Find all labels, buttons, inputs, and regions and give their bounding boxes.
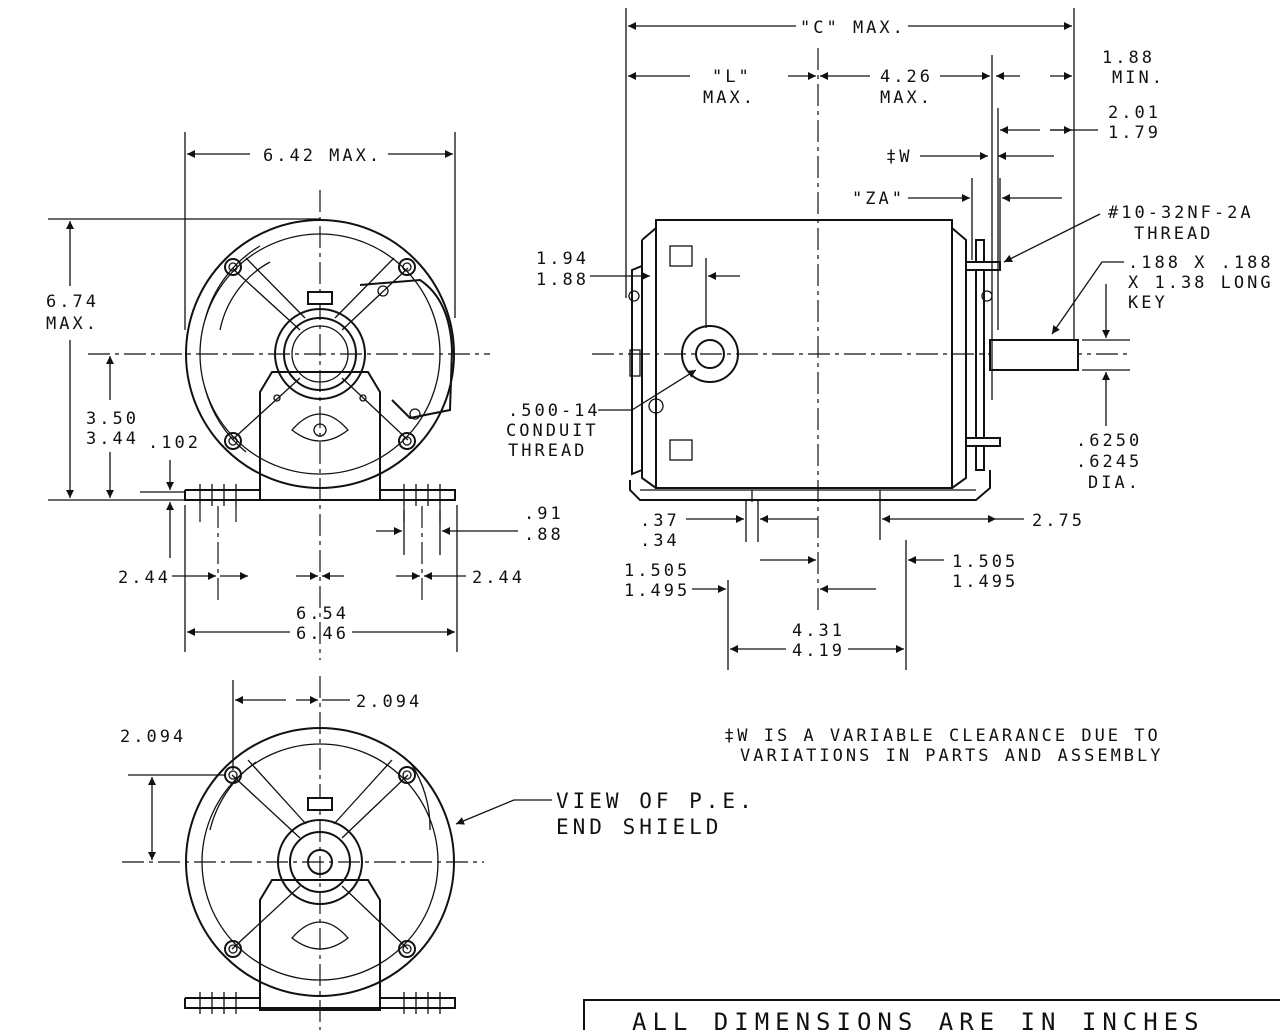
dim-201-line2: 1.79 xyxy=(1108,123,1161,143)
conduit-boss xyxy=(681,325,739,383)
dim-037-line2: .34 xyxy=(640,531,680,551)
dim-shaft-min-line2: MIN. xyxy=(1112,68,1165,88)
front-end-view: 6.42 MAX. 6.74 MAX. 3.50 3.44 .102 .91 .… xyxy=(46,132,564,660)
dim-c-max: "C" MAX. xyxy=(800,18,906,38)
dim-za-label: "ZA" xyxy=(852,189,905,209)
dim-w-label: ‡W xyxy=(886,147,912,167)
dim-front-height-line1: 6.74 xyxy=(46,292,99,312)
dim-shaft-dia-line2: .6245 xyxy=(1076,452,1142,472)
pe-end-shield-view: 2.094 2.094 VIEW OF P.E. END SHIELD xyxy=(120,676,756,1030)
key-label-line2: X 1.38 LONG xyxy=(1128,273,1274,293)
dim-275: 2.75 xyxy=(1032,511,1085,531)
dim-194-line1: 1.94 xyxy=(536,249,589,269)
dim-half-spacing-left: 2.44 xyxy=(118,568,171,588)
dim-194-line2: 1.88 xyxy=(536,270,589,290)
pe-shaft-hub xyxy=(277,819,363,905)
conduit-label-line3: THREAD xyxy=(508,441,587,461)
motor-shaft xyxy=(989,339,1079,371)
front-housing-circle xyxy=(185,219,455,489)
conduit-label-line2: CONDUIT xyxy=(506,421,599,441)
units-note-box xyxy=(583,999,1280,1030)
pe-view-label-line1: VIEW OF P.E. xyxy=(556,789,756,813)
dim-1505-right-line2: 1.495 xyxy=(952,572,1018,592)
pe-dim-vertical: 2.094 xyxy=(120,727,186,747)
w-note-line1: ‡W IS A VARIABLE CLEARANCE DUE TO xyxy=(724,726,1161,746)
dim-1505-left-line1: 1.505 xyxy=(624,561,690,581)
front-bolt-hole xyxy=(398,432,416,450)
front-bolt-hole xyxy=(224,432,242,450)
dim-1505-left-line2: 1.495 xyxy=(624,581,690,601)
dim-shaft-dia-line1: .6250 xyxy=(1076,431,1142,451)
pe-view-label-line2: END SHIELD xyxy=(556,815,722,839)
w-note-line2: VARIATIONS IN PARTS AND ASSEMBLY xyxy=(740,746,1164,766)
units-note: ALL DIMENSIONS ARE IN INCHES xyxy=(632,1008,1205,1030)
dim-l-max-line2: MAX. xyxy=(703,88,756,108)
dim-shaft-min-line1: 1.88 xyxy=(1102,48,1155,68)
dim-426-line1: 4.26 xyxy=(880,67,933,87)
dim-037-line1: .37 xyxy=(640,511,680,531)
dim-foot-thickness: .102 xyxy=(148,433,201,453)
side-view: "C" MAX. "L" MAX. 4.26 MAX. 1.88 MIN. 2.… xyxy=(506,8,1274,670)
dim-426-line2: MAX. xyxy=(880,88,933,108)
dim-431-line1: 4.31 xyxy=(792,621,845,641)
dim-1505-right-line1: 1.505 xyxy=(952,552,1018,572)
pe-bolt-hole xyxy=(224,940,242,958)
front-bolt-hole xyxy=(224,258,242,276)
dim-shaft-height-line2: 3.44 xyxy=(86,429,139,449)
dim-shaft-dia-line3: DIA. xyxy=(1088,473,1141,493)
pe-bolt-hole xyxy=(398,766,416,784)
thread-label-line1: #10-32NF-2A xyxy=(1108,203,1254,223)
dim-half-spacing-right: 2.44 xyxy=(472,568,525,588)
dim-slot-width-line2: .88 xyxy=(524,525,564,545)
side-motor-body xyxy=(655,219,953,489)
dim-l-max-line1: "L" xyxy=(712,67,752,87)
dim-431-line2: 4.19 xyxy=(792,641,845,661)
front-shaft-hub xyxy=(274,308,366,400)
key-label-line1: .188 X .188 xyxy=(1128,253,1274,273)
thread-label-line2: THREAD xyxy=(1134,224,1213,244)
conduit-label-line1: .500-14 xyxy=(508,401,601,421)
dim-base-width-line2: 6.46 xyxy=(296,624,349,644)
dim-front-height-line2: MAX. xyxy=(46,314,99,334)
dim-shaft-height-line1: 3.50 xyxy=(86,409,139,429)
pe-housing-circle xyxy=(185,727,455,997)
pe-bolt-hole xyxy=(398,940,416,958)
dim-base-width-line1: 6.54 xyxy=(296,604,349,624)
key-label-line3: KEY xyxy=(1128,293,1168,313)
dim-slot-width-line1: .91 xyxy=(524,504,564,524)
dim-201-line1: 2.01 xyxy=(1108,103,1161,123)
notes: ‡W IS A VARIABLE CLEARANCE DUE TO VARIAT… xyxy=(583,726,1280,1030)
front-bolt-hole xyxy=(398,258,416,276)
dim-front-width: 6.42 MAX. xyxy=(263,146,382,166)
pe-dim-horizontal: 2.094 xyxy=(356,692,422,712)
